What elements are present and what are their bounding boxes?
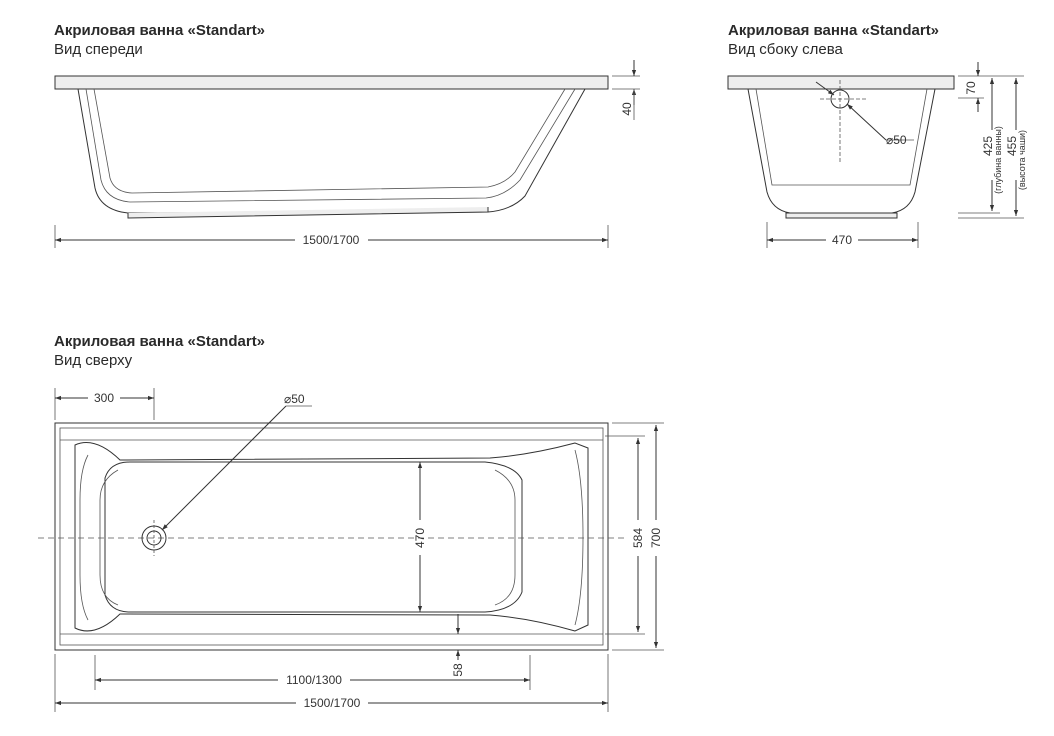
- top-bowl-floor: [104, 461, 523, 613]
- front-view-title: Акриловая ванна «Standart»: [54, 22, 266, 39]
- front-rim-dim-label: 40: [620, 102, 634, 116]
- top-inner-length-label: 1100/1300: [286, 673, 342, 687]
- front-base: [127, 207, 489, 219]
- top-drain-dim-label: ⌀50: [284, 392, 305, 406]
- top-bowl-outline: [74, 442, 589, 632]
- side-rim: [727, 75, 955, 90]
- top-bowl-width-label: 584: [631, 528, 645, 548]
- side-body-inner: [755, 88, 928, 186]
- top-view-title: Акриловая ванна «Standart»: [54, 333, 266, 350]
- side-height-note: (высота чаши): [1017, 130, 1027, 190]
- side-depth-note: (глубина ванны): [993, 126, 1003, 194]
- front-length-dim-label: 1500/1700: [303, 233, 360, 247]
- side-base: [785, 212, 898, 219]
- top-view-subtitle: Вид сверху: [54, 352, 133, 369]
- top-rim-inner: [59, 427, 604, 646]
- top-outer-width-label: 700: [649, 528, 663, 548]
- top-drain-offset-label: 300: [94, 391, 114, 405]
- front-body-inner-2: [93, 88, 566, 194]
- top-edge-dim-label: 58: [451, 663, 465, 677]
- side-rim-dim-label: 70: [964, 81, 978, 95]
- side-view-title: Акриловая ванна «Standart»: [728, 22, 940, 39]
- front-body-inner: [85, 88, 576, 203]
- front-view-subtitle: Вид спереди: [54, 41, 143, 58]
- front-view-drawing: 40 1500/1700: [54, 60, 640, 248]
- side-width-dim-label: 470: [832, 233, 852, 247]
- side-height-dim-label: 455: [1005, 136, 1019, 156]
- top-inner-width-label: 470: [413, 528, 427, 548]
- side-drain-dim-label: ⌀50: [886, 133, 907, 147]
- front-rim: [54, 75, 609, 90]
- top-view-drawing: ⌀50 300 470 584 700 58 1100/1300: [38, 388, 664, 712]
- side-view-drawing: ⌀50 70 425 (глубина ванны) 455 (высота ч…: [727, 62, 1027, 248]
- side-view-subtitle: Вид сбоку слева: [728, 41, 843, 58]
- side-depth-dim-label: 425: [981, 136, 995, 156]
- top-length-label: 1500/1700: [304, 696, 361, 710]
- front-body-outline: [77, 88, 586, 214]
- top-outer-outline: [54, 422, 609, 651]
